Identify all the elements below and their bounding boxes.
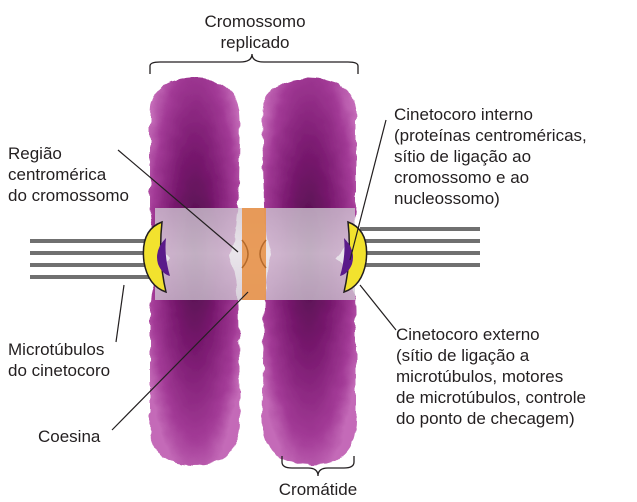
label-line: centromérica	[8, 164, 129, 185]
label-line: de microtúbulos, controle	[396, 387, 586, 408]
microtubules-leader	[116, 285, 124, 342]
label-line: (proteínas centroméricas,	[394, 125, 587, 146]
label-line: do ponto de checagem)	[396, 408, 586, 429]
label-line: Microtúbulos	[8, 339, 110, 360]
label-centromeric-region: Região centromérica do cromossomo	[8, 143, 129, 206]
label-line: Cromátide	[268, 479, 368, 500]
cohesin	[242, 208, 266, 300]
label-line: cromossomo e ao	[394, 167, 587, 188]
label-line: Coesina	[38, 426, 100, 447]
outer-kinetochore-leader	[360, 285, 396, 330]
label-line: Cinetocoro externo	[396, 324, 586, 345]
label-line: nucleossomo)	[394, 188, 587, 209]
label-chromatid: Cromátide	[268, 479, 368, 500]
replicated-chromosome-bracket	[150, 54, 358, 74]
left-microtubules	[30, 241, 150, 277]
label-line: do cromossomo	[8, 185, 129, 206]
label-line: replicado	[196, 32, 314, 53]
right-microtubules	[360, 229, 480, 265]
label-kinetochore-microtubules: Microtúbulos do cinetocoro	[8, 339, 110, 381]
label-line: sítio de ligação ao	[394, 146, 587, 167]
label-line: Cromossomo	[196, 11, 314, 32]
label-cohesin: Coesina	[38, 426, 100, 447]
label-replicated-chromosome: Cromossomo replicado	[196, 11, 314, 53]
label-line: Região	[8, 143, 129, 164]
label-inner-kinetochore: Cinetocoro interno (proteínas centroméri…	[394, 104, 587, 209]
label-line: (sítio de ligação a	[396, 345, 586, 366]
label-line: Cinetocoro interno	[394, 104, 587, 125]
label-line: microtúbulos, motores	[396, 366, 586, 387]
label-outer-kinetochore: Cinetocoro externo (sítio de ligação a m…	[396, 324, 586, 429]
label-line: do cinetocoro	[8, 360, 110, 381]
